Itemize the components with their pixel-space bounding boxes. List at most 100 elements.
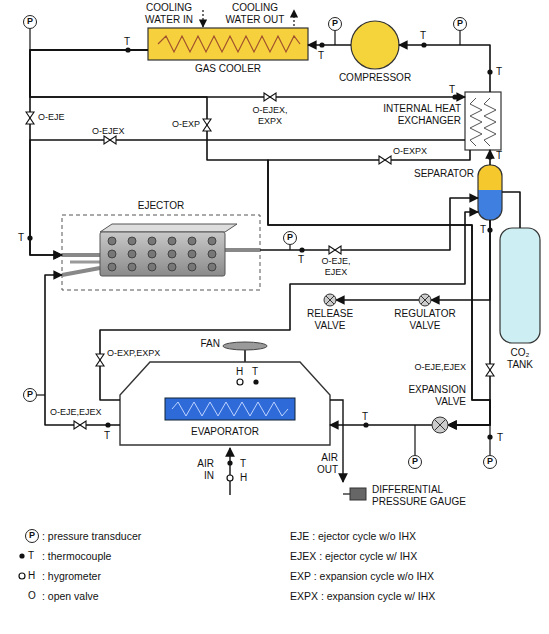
transducer-stem bbox=[29, 29, 30, 50]
ejector-top bbox=[100, 224, 237, 232]
evaporator-coil bbox=[165, 398, 295, 420]
pipe bbox=[336, 299, 419, 301]
pipe bbox=[502, 192, 520, 228]
annotation: T bbox=[362, 411, 372, 423]
legend-text: : pressure transducer bbox=[42, 530, 141, 543]
pressure-transducer: P bbox=[483, 455, 497, 469]
separator-body bbox=[478, 165, 502, 220]
annotation: O-EJE,EJEX bbox=[404, 362, 466, 373]
component-label: COMPRESSOR bbox=[335, 72, 415, 84]
transducer-stem bbox=[459, 31, 460, 45]
component-box: CO₂ TANK bbox=[500, 228, 540, 343]
cycle-key: EXP : expansion cycle w/o IHX bbox=[290, 570, 540, 583]
bolt bbox=[168, 237, 176, 245]
bolt bbox=[188, 250, 196, 258]
water-arrow bbox=[202, 10, 203, 27]
open-valve-symbol bbox=[379, 156, 391, 164]
component-label: REGULATOR VALVE bbox=[391, 308, 459, 332]
annotation: COOLING WATER OUT bbox=[222, 2, 288, 26]
water-arrow bbox=[293, 10, 294, 30]
pressure-gauge bbox=[350, 488, 366, 500]
pressure-transducer: P bbox=[25, 529, 39, 543]
ihx-coil bbox=[470, 98, 482, 146]
transducer-stem bbox=[289, 245, 290, 250]
annotation: O-EXP bbox=[160, 119, 200, 130]
component-box: COMPRESSOR bbox=[351, 21, 399, 69]
annotation: COOLING WATER IN bbox=[140, 2, 198, 26]
ejector-bolts bbox=[108, 237, 216, 271]
hygrometer-dot bbox=[237, 379, 243, 385]
thermocouple-dot bbox=[105, 422, 110, 427]
annotation: T bbox=[496, 66, 506, 78]
pipe bbox=[431, 220, 490, 300]
bolt bbox=[208, 263, 216, 271]
pressure-transducer: P bbox=[23, 388, 37, 402]
thermocouple-dot bbox=[487, 434, 492, 439]
pipe bbox=[100, 212, 478, 400]
annotation: AIR IN bbox=[186, 458, 214, 482]
bolt bbox=[148, 237, 156, 245]
gas-cooler-coil bbox=[158, 36, 300, 52]
component-box: EXPANSION VALVE bbox=[432, 417, 448, 433]
annotation: O bbox=[28, 590, 38, 602]
component-label: EVAPORATOR bbox=[120, 426, 330, 438]
annotation: T bbox=[298, 254, 308, 266]
annotation: T bbox=[252, 366, 262, 378]
valve-symbol bbox=[419, 294, 431, 306]
component-box: EJECTOR bbox=[62, 215, 260, 290]
annotation: H bbox=[28, 570, 38, 582]
annotation: T bbox=[104, 430, 114, 442]
component-label: RELEASE VALVE bbox=[302, 308, 358, 332]
annotation: T bbox=[496, 150, 506, 162]
open-valve-symbol bbox=[74, 421, 86, 429]
annotation: T bbox=[124, 36, 134, 48]
bolt bbox=[108, 237, 116, 245]
open-valve-symbol bbox=[264, 93, 276, 101]
open-valve-symbol bbox=[96, 354, 104, 366]
pipe bbox=[268, 150, 490, 425]
open-valve-symbol bbox=[486, 364, 494, 376]
annotation: T bbox=[420, 30, 430, 42]
legend-text: : open valve bbox=[42, 590, 99, 603]
pressure-transducer: P bbox=[408, 455, 422, 469]
annotation: H bbox=[240, 472, 250, 484]
bolt bbox=[188, 263, 196, 271]
compressor-body bbox=[351, 21, 399, 69]
valve-cross bbox=[326, 296, 334, 304]
bolt bbox=[168, 250, 176, 258]
annotation: T bbox=[18, 232, 28, 244]
annotation: T bbox=[28, 550, 38, 562]
component-label: INTERNAL HEAT EXCHANGER bbox=[369, 103, 461, 127]
component-label: EXPANSION VALVE bbox=[400, 384, 466, 408]
component-box: FAN bbox=[223, 342, 267, 350]
component-label: CO₂ TANK bbox=[503, 347, 537, 371]
ejector-nozzle bbox=[62, 253, 100, 257]
open-valve-symbol bbox=[26, 112, 34, 124]
annotation: T bbox=[318, 50, 328, 62]
pipe bbox=[30, 140, 465, 255]
annotation: O-EJE, EJEX bbox=[316, 256, 356, 278]
gas-cooler-body bbox=[148, 28, 308, 60]
valve-cross bbox=[435, 420, 446, 431]
fan-blade bbox=[223, 342, 267, 350]
annotation: O-EJE bbox=[38, 112, 78, 123]
pipe bbox=[30, 50, 490, 425]
component-label: EJECTOR bbox=[62, 200, 260, 212]
open-valve-symbol bbox=[203, 119, 211, 131]
annotation: O-EJEX, EXPX bbox=[244, 105, 296, 127]
co2-tank bbox=[500, 228, 540, 343]
pipe bbox=[399, 45, 490, 92]
evaporator-coil-line bbox=[172, 402, 288, 416]
ihx-body bbox=[465, 92, 501, 150]
thermocouple-dot bbox=[253, 379, 258, 384]
valve-symbol bbox=[432, 417, 448, 433]
open-valve-symbol bbox=[104, 136, 116, 144]
open-valve-symbol bbox=[329, 246, 341, 254]
component-box: GAS COOLER bbox=[148, 28, 308, 60]
ejector-nozzle bbox=[70, 261, 100, 264]
pipe bbox=[260, 198, 478, 250]
transducer-stem bbox=[334, 31, 335, 45]
pressure-transducer: P bbox=[283, 231, 297, 245]
component-box: SEPARATOR bbox=[478, 165, 502, 220]
